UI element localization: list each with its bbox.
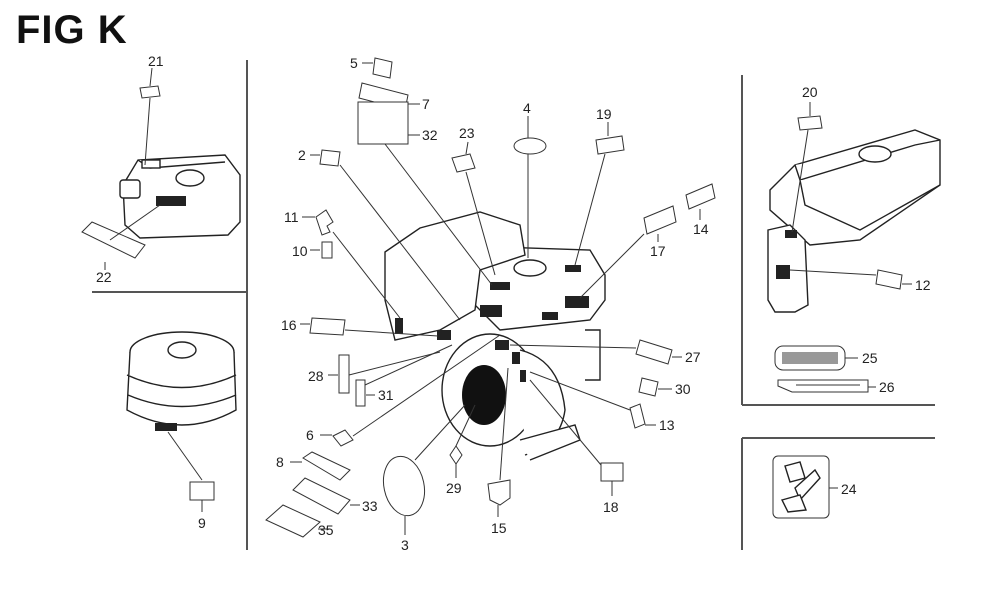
callout-11: 11 [284, 209, 299, 225]
callout-20: 20 [802, 84, 818, 100]
decal-13 [529, 371, 656, 429]
decal-24 [772, 455, 838, 519]
fuel-tank-small [119, 154, 241, 239]
callout-2: 2 [298, 147, 306, 163]
callout-17: 17 [650, 243, 666, 259]
decal-8 [290, 451, 351, 481]
callout-15: 15 [491, 520, 507, 536]
decal-2 [310, 149, 461, 321]
decal-32 [357, 101, 493, 286]
callout-25: 25 [862, 350, 878, 366]
callout-8: 8 [276, 454, 284, 470]
callout-32: 32 [422, 127, 438, 143]
callout-22: 22 [96, 269, 112, 285]
decal-3 [382, 404, 466, 535]
fuel-tank-large [767, 129, 941, 313]
decal-20 [791, 102, 823, 233]
callout-27: 27 [685, 349, 701, 365]
callout-4: 4 [523, 100, 531, 116]
decal-9 [167, 431, 215, 512]
callout-13: 13 [659, 417, 675, 433]
callout-19: 19 [596, 106, 612, 122]
callout-12: 12 [915, 277, 931, 293]
decal-4 [513, 116, 547, 258]
decal-19 [574, 122, 625, 266]
callout-31: 31 [378, 387, 394, 403]
decal-5 [362, 57, 393, 79]
decal-26 [777, 379, 876, 393]
decal-33 [292, 477, 360, 515]
decal-18 [529, 379, 624, 496]
decal-10 [310, 241, 333, 259]
callout-28: 28 [308, 368, 324, 384]
decal-21 [139, 67, 161, 166]
decal-29 [449, 404, 476, 478]
decal-11 [302, 209, 401, 319]
decal-28 [328, 351, 441, 394]
callout-16: 16 [281, 317, 297, 333]
decal-6 [320, 334, 501, 447]
panel-dividers [92, 60, 935, 550]
callout-21: 21 [148, 53, 164, 69]
callout-7: 7 [422, 96, 430, 112]
decal-14 [685, 183, 716, 220]
engine-assembly [384, 211, 606, 461]
callout-10: 10 [292, 243, 308, 259]
decal-15 [487, 367, 511, 517]
decal-16 [300, 317, 439, 337]
decal-12 [789, 269, 912, 290]
callout-29: 29 [446, 480, 462, 496]
figure-title: FIG K [16, 8, 128, 52]
callout-3: 3 [401, 537, 409, 553]
decal-30 [638, 377, 672, 397]
air-cleaner-cover [126, 331, 237, 431]
callout-9: 9 [198, 515, 206, 531]
callout-labels: 21 22 9 5 7 32 2 23 4 19 14 17 11 10 16 … [96, 53, 931, 553]
decal-27 [509, 339, 682, 365]
callout-35: 35 [318, 522, 334, 538]
callout-18: 18 [603, 499, 619, 515]
decal-17 [579, 205, 677, 299]
callout-6: 6 [306, 427, 314, 443]
callout-24: 24 [841, 481, 857, 497]
callout-30: 30 [675, 381, 691, 397]
decal-35 [265, 504, 330, 538]
callout-14: 14 [693, 221, 709, 237]
decal-25 [774, 345, 858, 371]
decal-23 [451, 141, 496, 276]
decal-22 [81, 204, 161, 270]
callout-23: 23 [459, 125, 475, 141]
callout-26: 26 [879, 379, 895, 395]
decal-31 [355, 344, 453, 407]
callout-5: 5 [350, 55, 358, 71]
callout-33: 33 [362, 498, 378, 514]
